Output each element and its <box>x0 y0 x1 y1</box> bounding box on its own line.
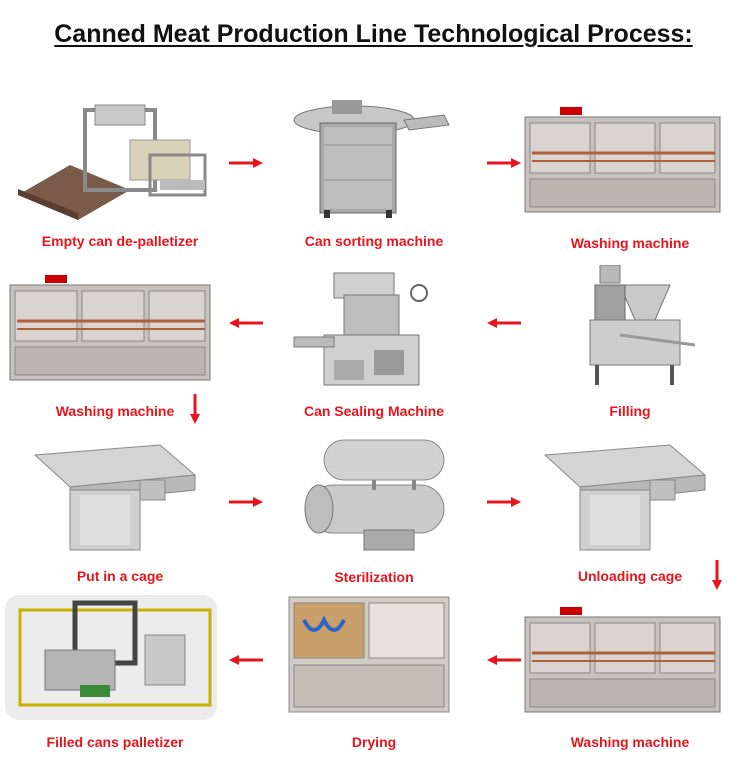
page-title: Canned Meat Production Line Technologica… <box>54 20 693 48</box>
step-label: Washing machine <box>55 403 175 419</box>
arrow-left-icon <box>229 318 263 328</box>
step-label: Filling <box>609 403 651 419</box>
arrow-down-icon <box>190 394 200 424</box>
drying-machine-icon <box>264 595 484 720</box>
step-label: Put in a cage <box>76 568 164 584</box>
arrow-right-icon <box>487 158 521 168</box>
palletizer-icon <box>5 595 225 720</box>
step-label: Can sorting machine <box>304 233 444 249</box>
step-label: Can Sealing Machine <box>303 403 445 419</box>
step-label: Filled cans palletizer <box>46 734 184 750</box>
arrow-left-icon <box>487 318 521 328</box>
washing-machine-icon <box>520 595 740 720</box>
sterilizer-retort-icon <box>264 435 484 560</box>
step-label: Washing machine <box>570 734 690 750</box>
arrow-down-icon <box>712 560 722 590</box>
arrow-right-icon <box>229 497 263 507</box>
arrow-right-icon <box>487 497 521 507</box>
can-sorting-machine-icon <box>264 95 484 220</box>
step-label: Sterilization <box>334 569 414 585</box>
can-sealing-machine-icon <box>264 265 484 390</box>
cage-loader-icon <box>10 435 230 560</box>
step-label: Drying <box>351 734 397 750</box>
depalletizer-machine-icon <box>10 95 230 220</box>
washing-machine-icon <box>5 265 225 390</box>
arrow-right-icon <box>229 158 263 168</box>
step-label: Unloading cage <box>577 568 683 584</box>
step-label: Empty can de-palletizer <box>41 233 199 249</box>
washing-machine-icon <box>520 95 740 220</box>
filling-machine-icon <box>520 265 740 390</box>
arrow-left-icon <box>229 655 263 665</box>
step-label: Washing machine <box>570 235 690 251</box>
arrow-left-icon <box>487 655 521 665</box>
cage-unloader-icon <box>520 435 740 560</box>
